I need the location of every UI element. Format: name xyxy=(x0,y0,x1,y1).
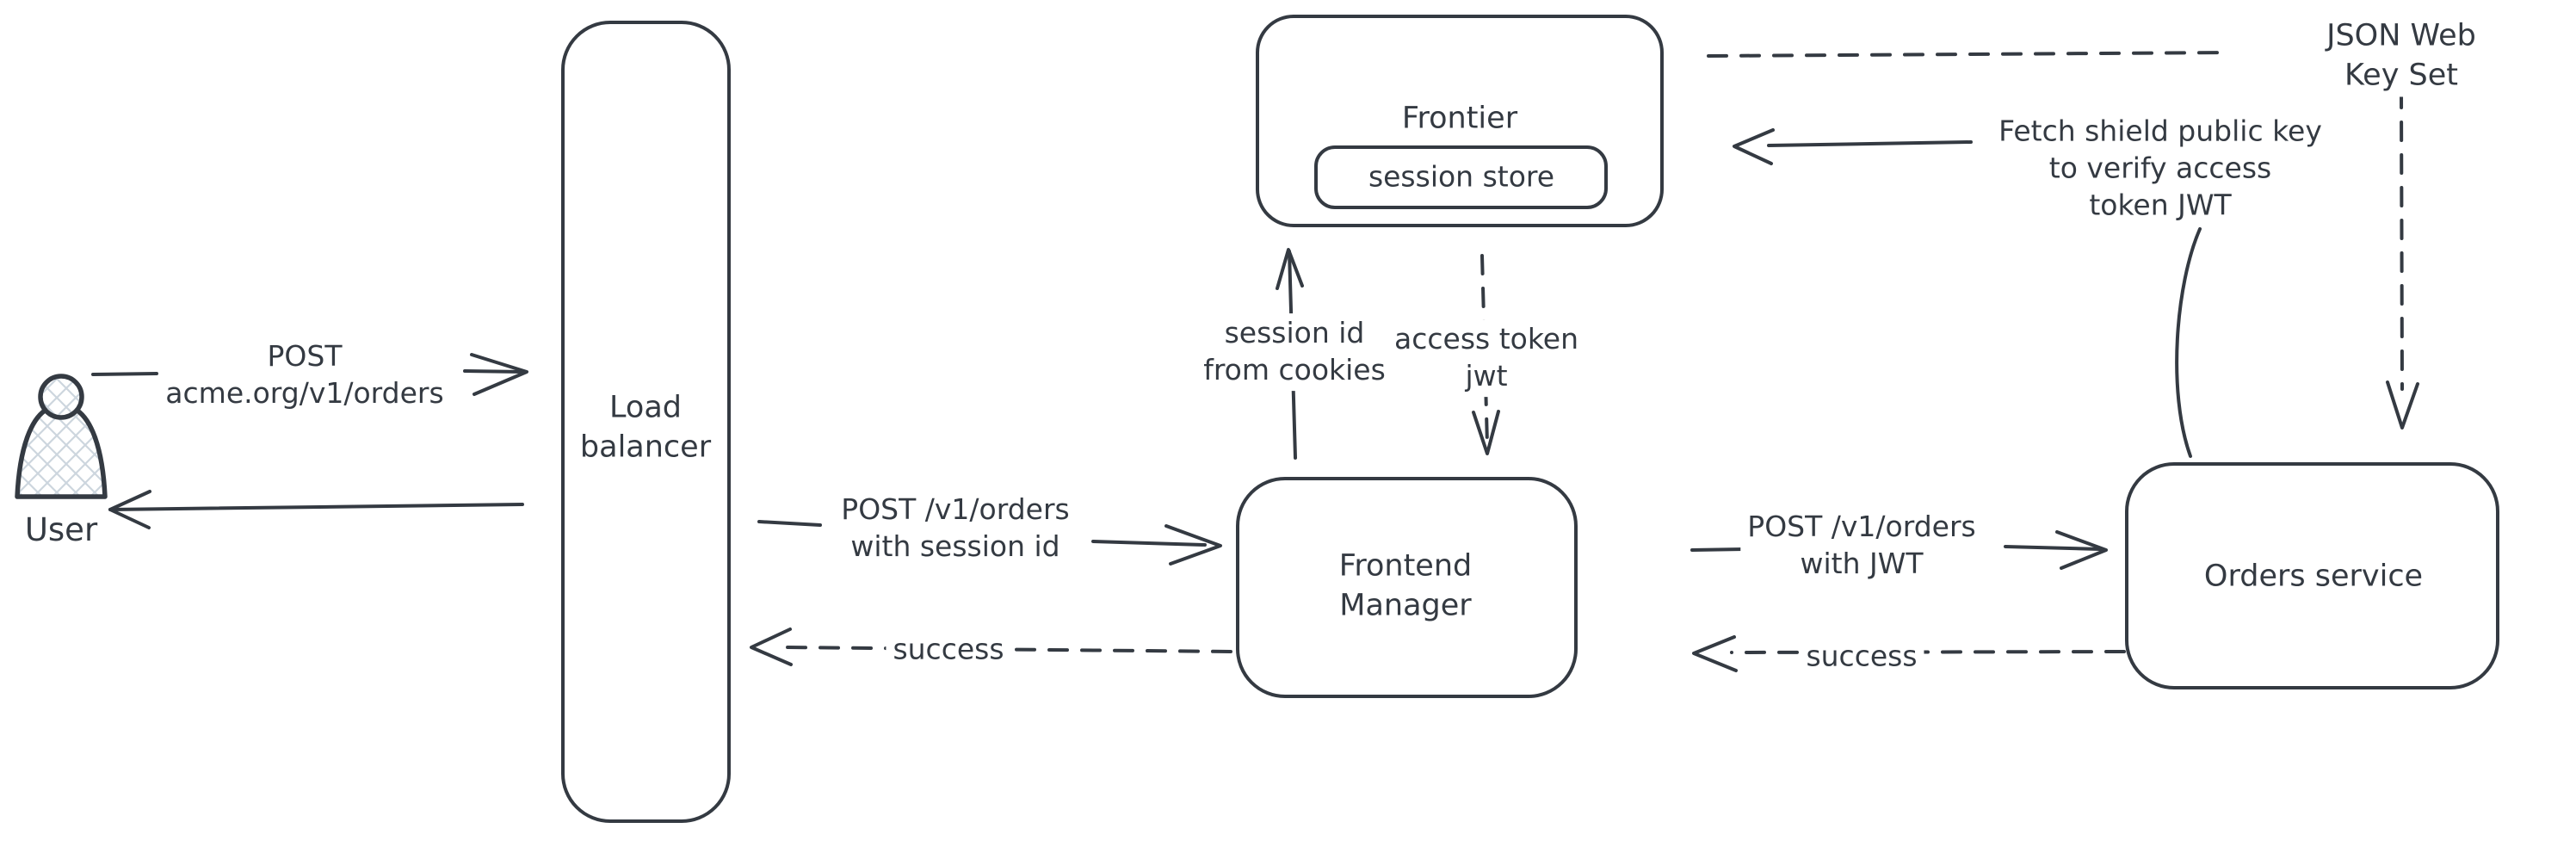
line-frontier-to-jwks xyxy=(1707,51,2233,58)
edge-label-session-id-cookies: session id from cookies xyxy=(1196,313,1393,391)
edge-label-post-jwt: POST /v1/orders with JWT xyxy=(1740,507,1983,584)
frontier-label: Frontier xyxy=(1394,97,1525,140)
edge-label-post-acme: POST acme.org/v1/orders xyxy=(158,337,451,414)
edge-label-success-lb: success xyxy=(886,629,1011,671)
arrow-jwks-to-orders xyxy=(2386,88,2419,430)
edge-label-access-token-jwt: access token jwt xyxy=(1387,319,1585,397)
orders-service-label: Orders service xyxy=(2196,555,2431,598)
edge-label-fetch-shield-key: Fetch shield public key to verify access… xyxy=(1992,111,2329,226)
arrow-fm-to-orders xyxy=(1690,530,2108,570)
user-label: User xyxy=(17,507,105,553)
load-balancer-label: Load balancer xyxy=(572,386,719,469)
user-icon-head xyxy=(38,374,84,420)
session-store-label: session store xyxy=(1361,157,1562,198)
edge-label-success-orders: success xyxy=(1799,636,1924,677)
arrow-lb-to-user xyxy=(108,490,524,529)
arrow-user-to-lb xyxy=(91,353,528,396)
arrow-orders-to-frontier xyxy=(1733,128,2202,458)
arrow-frontier-to-fm xyxy=(1472,254,1500,455)
arrow-lb-to-fm xyxy=(757,520,1222,566)
frontend-manager-label: Frontend Manager xyxy=(1331,545,1480,628)
user-icon xyxy=(15,374,108,499)
arrow-orders-to-fm-success xyxy=(1692,635,2126,672)
arrow-fm-to-lb-success xyxy=(750,628,1232,666)
edge-label-post-session-id: POST /v1/orders with session id xyxy=(834,490,1077,567)
jwks-label: JSON Web Key Set xyxy=(2313,15,2489,97)
